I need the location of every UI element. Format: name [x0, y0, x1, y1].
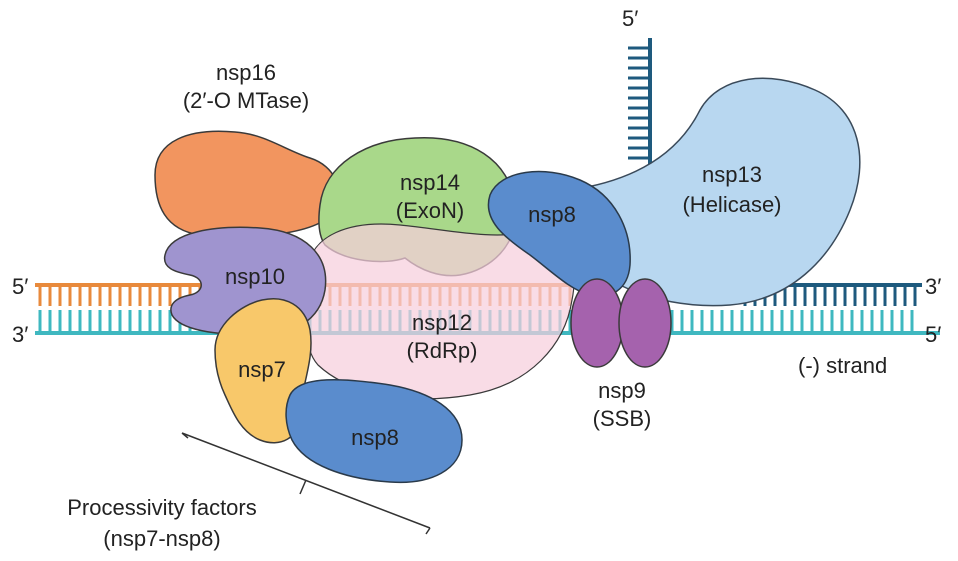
nsp7-name: nsp7 [238, 357, 286, 382]
nsp8-top-name: nsp8 [528, 202, 576, 227]
nsp9-lobe-right [618, 278, 672, 368]
nsp9-shape [570, 278, 672, 368]
minus-strand-label: (-) strand [798, 353, 887, 378]
nsp9-role: (SSB) [593, 406, 652, 431]
nsp14-role: (ExoN) [396, 198, 464, 223]
bracket-pointer [299, 479, 307, 495]
nsp12-role: (RdRp) [407, 338, 478, 363]
nsp14-name: nsp14 [400, 170, 460, 195]
nsp8-bottom-shape [285, 378, 463, 484]
nsp8-top-shape [487, 170, 631, 297]
nsp16-role: (2′-O MTase) [183, 88, 309, 113]
strand-label-top: 5′ [622, 6, 638, 31]
strand-label-left-top: 5′ [12, 274, 28, 299]
right-teal-bases [670, 310, 914, 333]
nsp13-role: (Helicase) [682, 192, 781, 217]
strand-label-right-top: 3′ [925, 274, 941, 299]
nsp9-lobe-left [570, 278, 624, 368]
nsp16-name: nsp16 [216, 60, 276, 85]
nsp13-name: nsp13 [702, 162, 762, 187]
nsp12-shape [304, 223, 575, 400]
nsp16-shape [154, 130, 340, 238]
annotation-line2: (nsp7-nsp8) [103, 526, 220, 551]
nsp8-bottom-name: nsp8 [351, 425, 399, 450]
top-strand-bases [628, 46, 650, 160]
strand-label-left-bottom: 3′ [12, 322, 28, 347]
annotation-line1: Processivity factors [67, 495, 257, 520]
strand-label-right-bottom: 5′ [925, 322, 941, 347]
nsp12-name: nsp12 [412, 310, 472, 335]
nsp10-name: nsp10 [225, 264, 285, 289]
nsp9-name: nsp9 [598, 378, 646, 403]
